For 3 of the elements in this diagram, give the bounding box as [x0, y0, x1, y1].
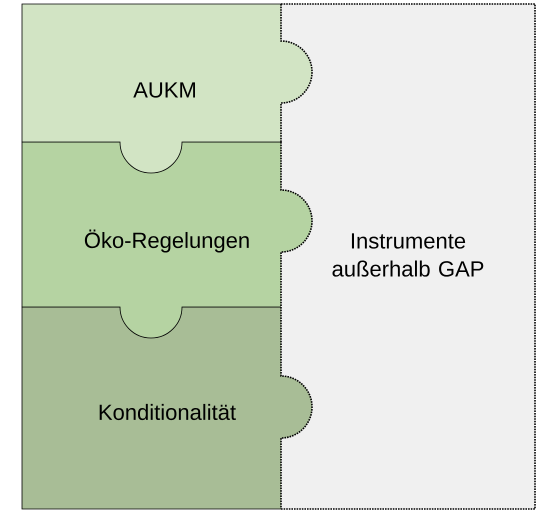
- puzzle-piece: AUKM: [22, 4, 313, 174]
- puzzle-piece: Öko-Regelungen: [22, 142, 313, 338]
- region-box: Instrumente außerhalb GAP: [281, 3, 536, 510]
